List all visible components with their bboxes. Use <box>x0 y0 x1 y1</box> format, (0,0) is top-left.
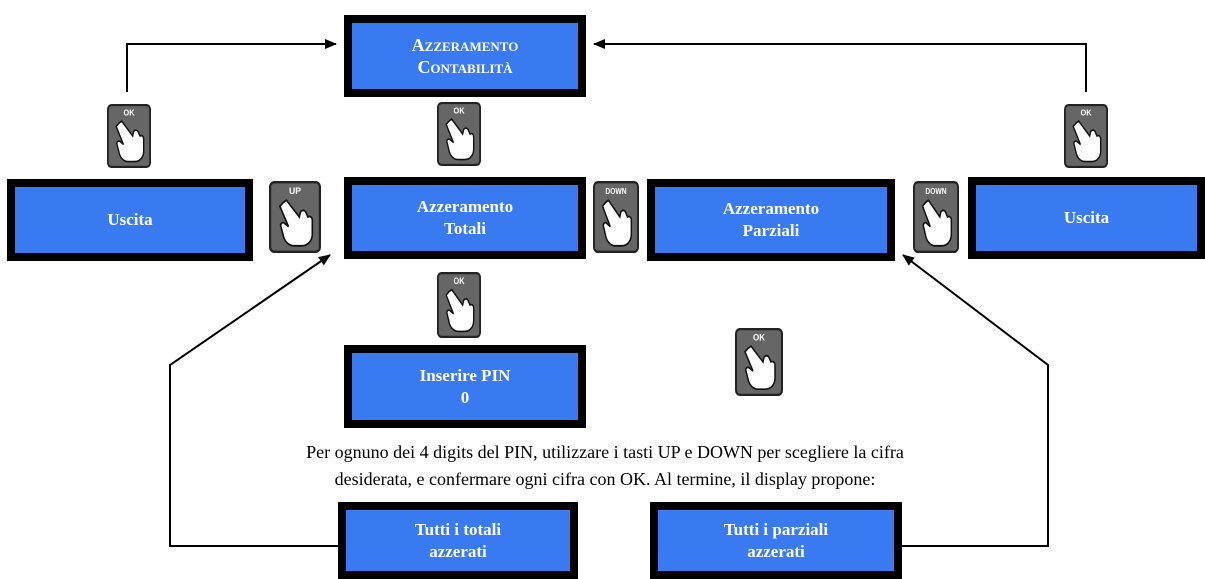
screen-exit-left-label: Uscita <box>107 210 153 229</box>
ok-key-icon: OK <box>735 328 783 396</box>
screen-reset-partials: Azzeramento Parziali <box>647 179 895 261</box>
screen-totals-reset: Tutti i totali azzerati <box>338 502 578 579</box>
screen-partials-reset: Tutti i parziali azzerati <box>650 502 902 579</box>
screen-reset-accounting: Azzeramento Contabilità <box>344 15 586 97</box>
screen-exit-left: Uscita <box>7 179 253 261</box>
screen-reset-accounting-line1: Azzeramento <box>411 35 519 55</box>
up-key-icon: UP <box>269 181 321 253</box>
ok-key-label: OK <box>124 108 135 118</box>
screen-enter-pin: Inserire PIN 0 <box>344 345 586 428</box>
pin-instruction-line2: desiderata, e confermare ogni cifra con … <box>334 469 876 489</box>
down-key-icon: DOWN <box>913 181 959 253</box>
screen-reset-partials-line1: Azzeramento <box>722 199 820 218</box>
ok-key-label: OK <box>753 332 766 343</box>
screen-partials-reset-line1: Tutti i parziali <box>723 519 829 539</box>
screen-enter-pin-line1: Inserire PIN <box>419 365 511 385</box>
screen-reset-accounting-line2: Contabilità <box>417 57 513 77</box>
screen-reset-totals-line2: Totali <box>444 219 486 238</box>
arrow-exit-right-to-reset-accounting <box>593 39 1087 92</box>
pin-instruction: Per ognuno dei 4 digits del PIN, utilizz… <box>170 439 1040 493</box>
ok-key-label: OK <box>1081 108 1092 118</box>
screen-reset-totals-line1: Azzeramento <box>416 197 514 216</box>
screen-totals-reset-line1: Tutti i totali <box>414 519 502 539</box>
ok-key-icon: OK <box>437 102 481 166</box>
arrow-totals-reset-to-reset-totals <box>169 254 338 547</box>
ok-key-icon: OK <box>107 104 151 168</box>
arrow-exit-left-to-reset-accounting <box>126 39 337 92</box>
pin-instruction-line1: Per ognuno dei 4 digits del PIN, utilizz… <box>306 442 904 462</box>
screen-totals-reset-line2: azzerati <box>429 541 487 561</box>
arrow-partials-reset-to-reset-partials <box>902 254 1049 547</box>
ok-key-icon: OK <box>437 272 481 338</box>
ok-key-label: OK <box>454 276 465 286</box>
screen-partials-reset-line2: azzerati <box>747 541 805 561</box>
screen-reset-partials-line2: Parziali <box>742 221 800 240</box>
screen-reset-totals: Azzeramento Totali <box>344 177 586 259</box>
screen-exit-right: Uscita <box>968 177 1205 259</box>
ok-key-icon: OK <box>1064 104 1108 168</box>
down-key-label: DOWN <box>925 186 946 196</box>
screen-enter-pin-line2: 0 <box>460 387 470 407</box>
ok-key-label: OK <box>454 106 465 116</box>
up-key-label: UP <box>289 186 301 196</box>
down-key-label: DOWN <box>605 186 626 196</box>
screen-exit-right-label: Uscita <box>1063 208 1110 227</box>
down-key-icon: DOWN <box>593 181 639 253</box>
